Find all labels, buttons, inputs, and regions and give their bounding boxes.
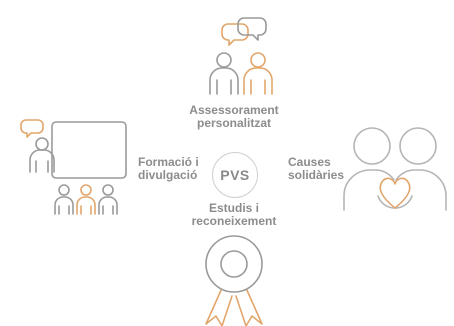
node-right-line2: solidàries [288, 168, 345, 182]
node-bottom-line2: reconeixement [191, 214, 277, 228]
node-left-line1: Formació i [138, 155, 199, 169]
embrace-heart-icon [343, 127, 447, 211]
pvs-label: PVS [220, 167, 250, 183]
node-left-line2: divulgació [138, 168, 198, 182]
pvs-center-circle: PVS [212, 152, 258, 198]
node-left-label: Formació i divulgació [138, 156, 210, 182]
node-right-line1: Causes [288, 155, 331, 169]
node-bottom-label: Estudis i reconeixement [186, 202, 282, 228]
award-rosette-icon [205, 235, 263, 326]
node-top-label: Assessorament personalitzat [186, 104, 282, 130]
node-right-label: Causes solidàries [288, 156, 350, 182]
node-top-line1: Assessorament [189, 103, 279, 117]
consulting-people-icon [209, 17, 273, 95]
node-bottom-line1: Estudis i [208, 201, 259, 215]
node-top-line2: personalitzat [196, 116, 271, 130]
teacher-audience-icon [20, 119, 127, 215]
